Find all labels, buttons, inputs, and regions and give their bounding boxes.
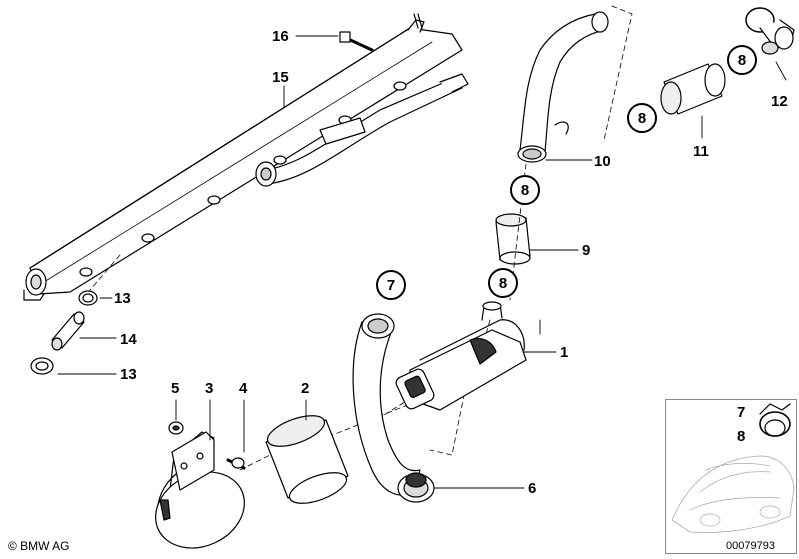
fuel-pump [395, 301, 527, 411]
callout-5: 5 [171, 380, 180, 397]
callout-15: 15 [272, 69, 289, 86]
circled-7: 7 [376, 270, 406, 300]
document-number: 00079793 [726, 540, 775, 552]
fuel-rail [23, 13, 469, 301]
seal-rings-left [30, 290, 98, 375]
callout-3: 3 [205, 380, 214, 397]
connector-twelve [745, 7, 795, 55]
callout-4: 4 [239, 380, 248, 397]
copyright-text: © BMW AG [8, 539, 70, 553]
callout-11: 11 [693, 143, 709, 160]
callout-9: 9 [582, 242, 591, 259]
callout-13-upper: 13 [114, 290, 131, 307]
circled-8-right: 8 [627, 103, 657, 133]
bolt-and-nut [168, 421, 246, 470]
callout-13-lower: 13 [120, 366, 137, 383]
callout-6: 6 [528, 480, 537, 497]
callout-10: 10 [594, 153, 611, 170]
inset-label-7: 7 [737, 404, 746, 421]
circled-8-middle: 8 [510, 175, 540, 205]
clamp-six [397, 472, 435, 503]
inset-box: 7 8 [665, 399, 797, 554]
callout-1: 1 [560, 344, 569, 361]
lower-hose [352, 313, 421, 496]
callout-12: 12 [771, 93, 788, 110]
inset-label-8: 8 [737, 428, 746, 445]
sleeve-nine [495, 213, 531, 265]
callout-14: 14 [120, 331, 137, 348]
callout-2: 2 [301, 380, 310, 397]
sleeve-eleven [660, 63, 726, 115]
bracket-three [155, 431, 245, 549]
callout-16: 16 [272, 28, 289, 45]
circled-8-topright: 8 [727, 45, 757, 75]
upper-hose [517, 11, 609, 163]
sleeve-two [265, 415, 349, 504]
inset-drawing [671, 403, 795, 533]
leader-lines [57, 35, 787, 489]
circled-8-lower: 8 [488, 268, 518, 298]
